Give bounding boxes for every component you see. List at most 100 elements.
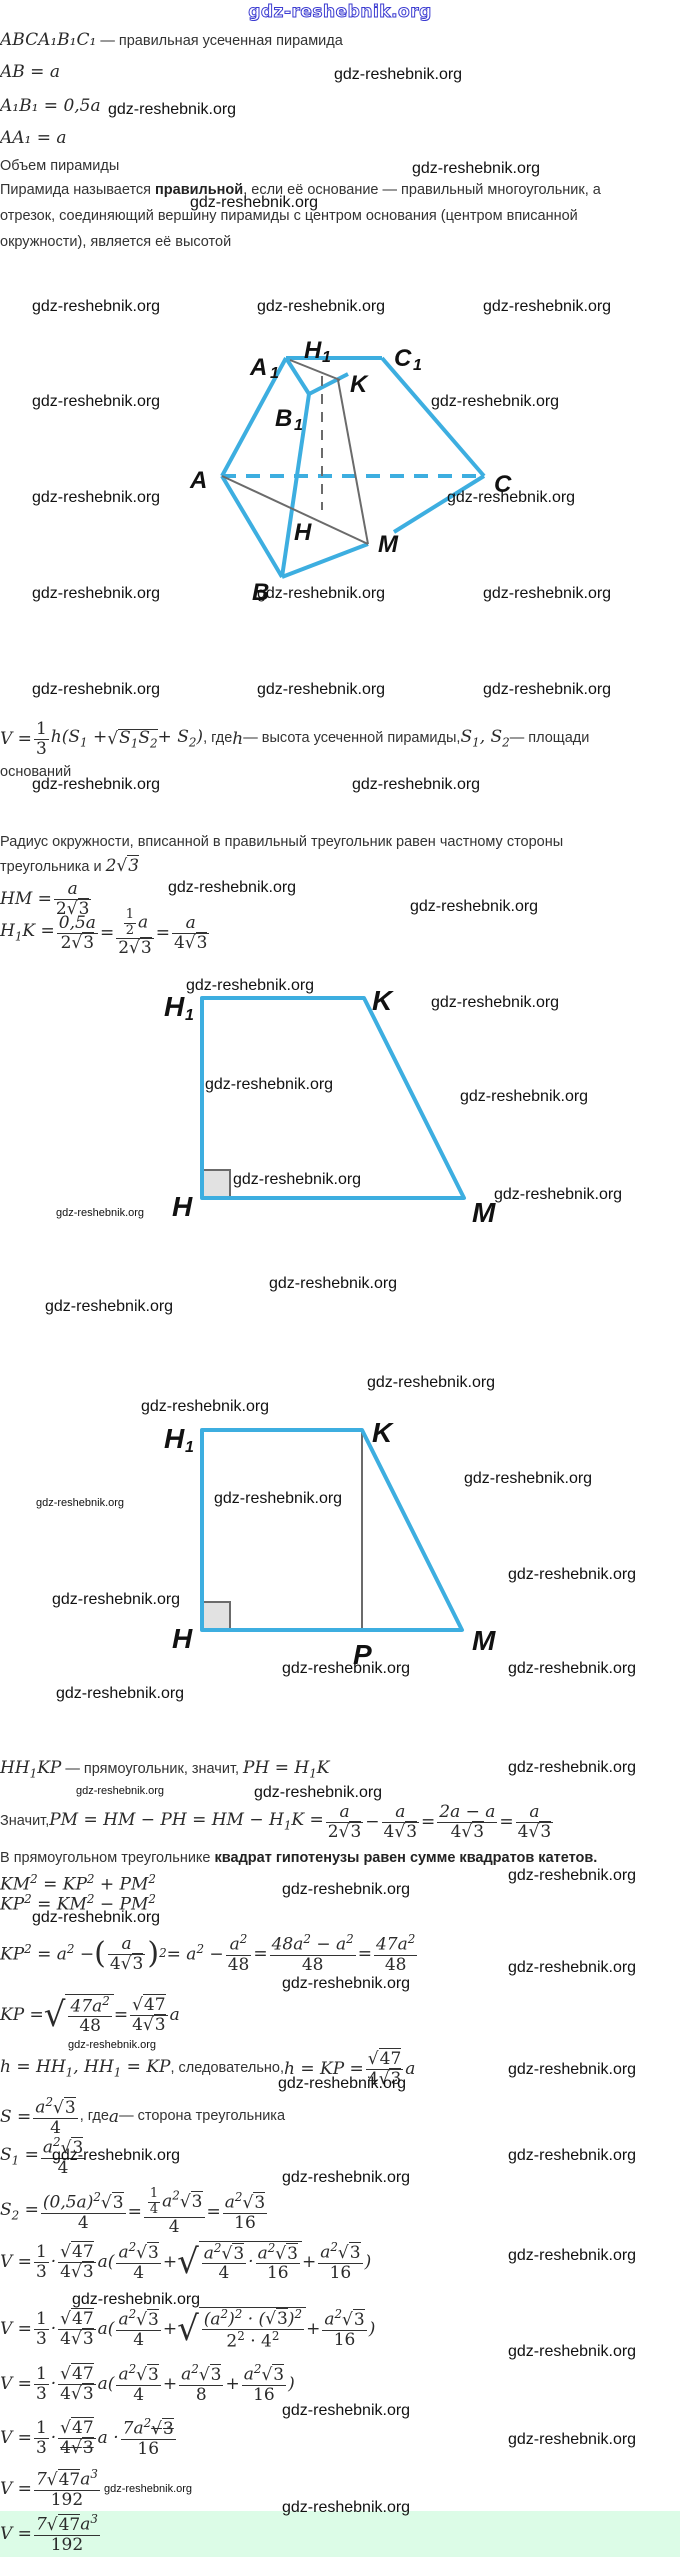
watermark: gdz-reshebnik.org xyxy=(141,1398,270,1415)
watermark: gdz-reshebnik.org xyxy=(508,2343,637,2360)
task-label: Объем пирамиды xyxy=(0,158,120,174)
watermark: gdz-reshebnik.org xyxy=(257,585,386,602)
watermark: gdz-reshebnik.org xyxy=(494,1186,623,1203)
label-K: K xyxy=(350,371,369,398)
label-M: M xyxy=(378,531,399,558)
edge-A1-A xyxy=(220,357,288,477)
svg-text:1: 1 xyxy=(270,365,279,382)
watermark: gdz-reshebnik.org xyxy=(45,1298,174,1315)
edge-B1-K xyxy=(308,372,349,396)
formula-S2: S2 = (0,5a)234 = 14a234 = a2316 xyxy=(0,2186,269,2238)
watermark: gdz-reshebnik.org xyxy=(508,2147,637,2164)
label-C: C xyxy=(494,471,512,498)
formula-V-result: V = 747a3192 xyxy=(0,2466,102,2512)
watermark: gdz-reshebnik.org xyxy=(508,1566,637,1583)
given-line-1: ABCA₁B₁C₁ — правильная усеченная пирамид… xyxy=(0,32,343,50)
watermark: gdz-reshebnik.org xyxy=(32,776,161,793)
watermark: gdz-reshebnik.org xyxy=(508,2061,637,2078)
edge-C1-C xyxy=(380,356,486,478)
formula-h: h = HH1, HH1 = KP, следовательно, h = KP… xyxy=(0,2044,415,2094)
watermark: gdz-reshebnik.org xyxy=(282,2499,411,2516)
segment-K-M xyxy=(337,379,369,545)
formula-S1: S1 = a234 xyxy=(0,2132,87,2182)
watermark: gdz-reshebnik.org xyxy=(269,1275,398,1292)
svg-text:1: 1 xyxy=(322,349,331,366)
watermark: gdz-reshebnik.org xyxy=(483,681,612,698)
site-logo[interactable]: gdz-reshebnik.org xyxy=(248,2,432,23)
label-B: B xyxy=(252,579,269,606)
label-B1: B xyxy=(275,405,292,432)
formula-HM: HM = a23 xyxy=(0,880,93,919)
watermark: gdz-reshebnik.org xyxy=(483,585,612,602)
watermark: gdz-reshebnik.org xyxy=(282,2169,411,2186)
watermark: gdz-reshebnik.org xyxy=(282,2402,411,2419)
watermark: gdz-reshebnik.org xyxy=(104,2483,193,2495)
pythagoras-statement: В прямоугольном треугольнике квадрат гип… xyxy=(0,1850,597,1867)
label-A1: A xyxy=(249,354,267,381)
svg-text:1: 1 xyxy=(185,1439,194,1456)
watermark: gdz-reshebnik.org xyxy=(483,298,612,315)
label-P: P xyxy=(353,1639,372,1670)
label-M: M xyxy=(472,1625,496,1656)
watermark: gdz-reshebnik.org xyxy=(56,1207,145,1219)
label-H: H xyxy=(172,1623,193,1654)
watermark: gdz-reshebnik.org xyxy=(508,1759,637,1776)
watermark: gdz-reshebnik.org xyxy=(186,977,315,994)
given-line-4: AA₁ = a xyxy=(0,128,67,148)
watermark: gdz-reshebnik.org xyxy=(214,1490,343,1507)
watermark: gdz-reshebnik.org xyxy=(32,489,161,506)
watermark: gdz-reshebnik.org xyxy=(464,1470,593,1487)
formula-V-step3: V = 13 · 4743a( a234 + a238 + a2316) xyxy=(0,2358,295,2410)
segment-A1-K xyxy=(289,359,341,381)
answer-box xyxy=(0,2511,680,2557)
edge-A-B xyxy=(220,474,284,579)
label-A: A xyxy=(189,467,207,494)
therefore-text: Значит, xyxy=(0,1813,50,1830)
right-angle-marker xyxy=(201,1601,231,1631)
pythagoras-text: В прямоугольном треугольнике xyxy=(0,1850,215,1866)
right-angle-marker xyxy=(201,1169,231,1199)
given-line-2: AB = a xyxy=(0,62,60,82)
watermark: gdz-reshebnik.org xyxy=(68,2039,157,2051)
formula-text: — высота усеченной пирамиды, xyxy=(243,730,461,747)
definition-line-1: Пирамида называется правильной, если её … xyxy=(0,182,601,199)
area-text: — сторона треугольника xyxy=(119,2108,286,2125)
volume-formula: V = 13h(S1 + S1S2 + S2) , где h — высота… xyxy=(0,720,589,758)
svg-text:1: 1 xyxy=(185,1007,194,1024)
radius-text: треугольника и xyxy=(0,859,106,875)
watermark: gdz-reshebnik.org xyxy=(410,898,539,915)
pythagoras-bold: квадрат гипотенузы равен сумме квадратов… xyxy=(214,1850,598,1866)
trapezoid-outline xyxy=(200,1428,464,1632)
given-line-3: A₁B₁ = 0,5a xyxy=(0,96,101,116)
formula-V-step4: V = 13 · 4743a · 7a2316 xyxy=(0,2414,178,2462)
watermark: gdz-reshebnik.org xyxy=(508,1660,637,1677)
given-pyramid-desc: — правильная усеченная пирамида xyxy=(96,33,343,49)
formula-KM2: KM2 = KP2 + PM2 xyxy=(0,1872,156,1895)
watermark: gdz-reshebnik.org xyxy=(32,298,161,315)
label-H: H xyxy=(294,519,312,546)
watermark: gdz-reshebnik.org xyxy=(36,1497,125,1509)
watermark: gdz-reshebnik.org xyxy=(447,489,576,506)
consequently-text: , следовательно, xyxy=(170,2060,284,2077)
area-text: , где xyxy=(79,2108,109,2125)
watermark: gdz-reshebnik.org xyxy=(508,1867,637,1884)
definition-text: , если её основание — правильный многоуг… xyxy=(243,182,601,198)
watermark: gdz-reshebnik.org xyxy=(233,1171,362,1188)
watermark: gdz-reshebnik.org xyxy=(32,1909,161,1926)
watermark: gdz-reshebnik.org xyxy=(32,393,161,410)
definition-line-3: окружности), является её высотой xyxy=(0,234,232,250)
watermark: gdz-reshebnik.org xyxy=(52,1591,181,1608)
watermark: gdz-reshebnik.org xyxy=(282,1660,411,1677)
definition-bold: правильной xyxy=(155,182,244,198)
formula-text: , где xyxy=(203,730,233,747)
label-K: K xyxy=(372,1417,394,1448)
label-K: K xyxy=(372,985,394,1016)
watermark: gdz-reshebnik.org xyxy=(254,1784,383,1801)
label-H1: H xyxy=(164,991,185,1022)
formula-V-step1: V = 13 · 4743a( a234 + a234 · a2316 + a2… xyxy=(0,2234,371,2290)
watermark: gdz-reshebnik.org xyxy=(282,1881,411,1898)
segment-A-M xyxy=(221,475,369,545)
